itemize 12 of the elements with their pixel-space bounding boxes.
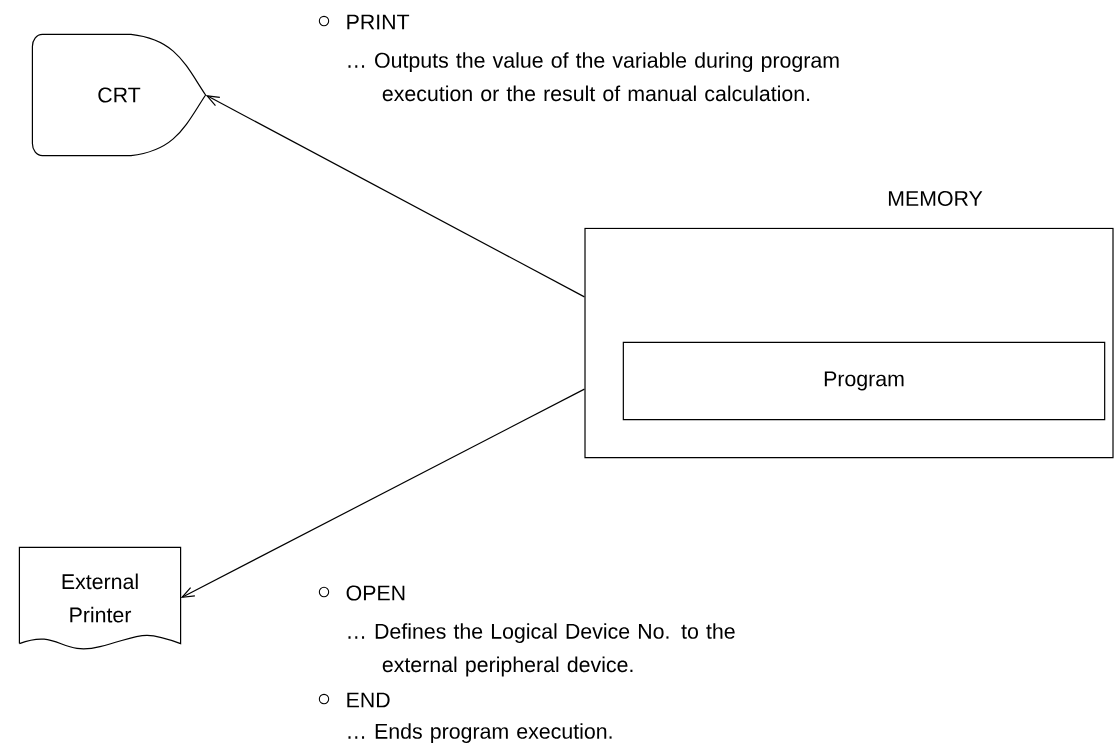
command-name: PRINT xyxy=(347,14,410,30)
command-name: OPEN xyxy=(346,585,405,601)
program-box: Program xyxy=(622,341,1106,421)
document-symbol: External Printer xyxy=(18,546,182,650)
description-text: … Outputs the value of the variable during program execution or the result of manual calculation. xyxy=(348,52,839,102)
display-symbol: CRT xyxy=(31,33,207,157)
description-text: … Defines the Logical Device No. to the external peripheral device. xyxy=(348,623,735,677)
description-text: … Ends program execution. xyxy=(348,723,612,744)
arrow xyxy=(205,95,585,298)
command-name: END xyxy=(347,692,390,708)
heading: MEMORY xyxy=(888,190,983,207)
arrow xyxy=(180,388,585,598)
